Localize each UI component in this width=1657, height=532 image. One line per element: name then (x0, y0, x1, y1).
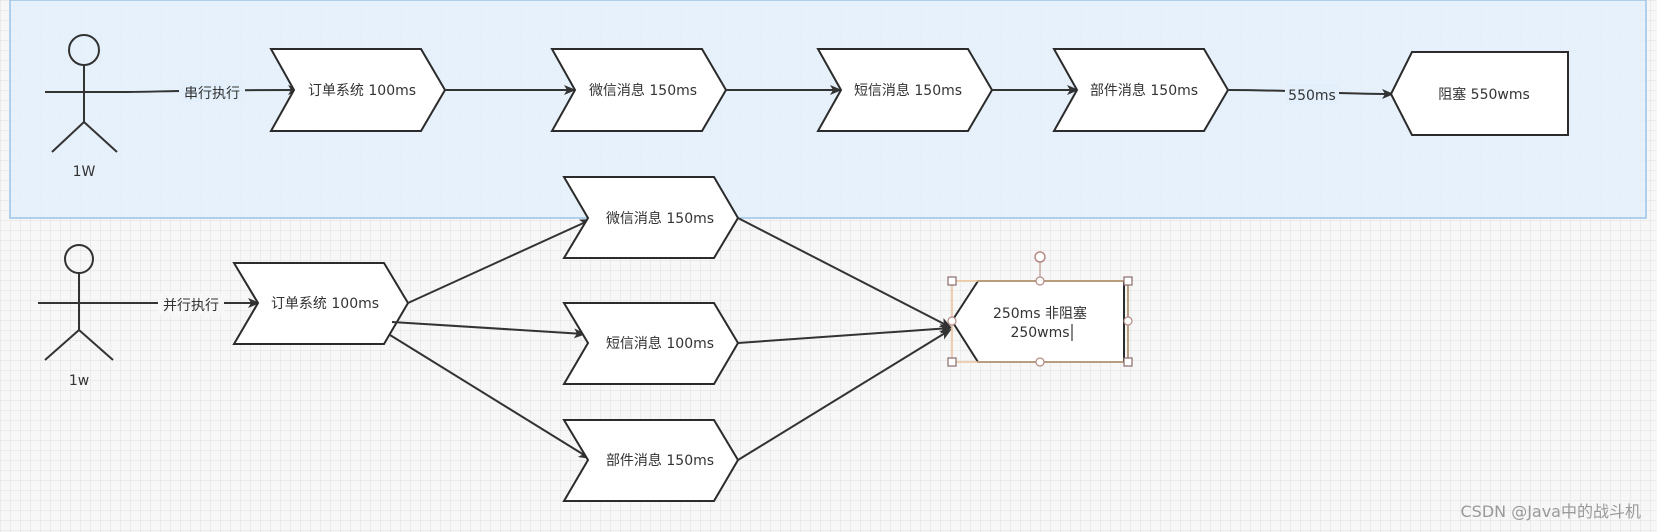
step-bottom-sms[interactable] (562, 302, 740, 385)
edge-bottom-fan-wechat[interactable] (407, 219, 592, 304)
step-bottom-wechat-label: 微信消息 150ms (606, 210, 714, 227)
step-top-wechat-label: 微信消息 150ms (589, 82, 697, 99)
edge-top-start-label: 串行执行 (184, 86, 240, 102)
step-top-sms[interactable] (816, 48, 994, 132)
actor-bottom[interactable] (38, 244, 120, 361)
result-top[interactable] (1389, 51, 1569, 136)
connection-points[interactable] (947, 276, 1133, 367)
edge-bottom-start-label: 并行执行 (163, 298, 219, 314)
step-top-mail[interactable] (1052, 48, 1230, 132)
step-bottom-mail[interactable] (562, 419, 740, 502)
step-top-mail-label: 部件消息 150ms (1090, 82, 1198, 99)
result-bottom-label-line1: 250ms 非阻塞 (993, 305, 1087, 322)
step-bottom-mail-label: 部件消息 150ms (606, 452, 714, 469)
step-bottom-order[interactable] (232, 262, 410, 345)
edge-top-start[interactable] (122, 85, 300, 96)
edge-bottom-fan-sms[interactable] (391, 321, 586, 339)
edge-bottom-fan-mail[interactable] (389, 334, 591, 460)
edge-top-start-label-bg (179, 82, 245, 102)
edge-bottom-join-mail[interactable] (737, 328, 952, 461)
result-top-label: 阻塞 550wms (1438, 86, 1530, 103)
step-top-sms-label: 短信消息 150ms (854, 82, 962, 99)
edge-top-end-label: 550ms (1288, 88, 1336, 104)
resize-handles[interactable] (947, 276, 1133, 367)
actor-top-label: 1W (73, 164, 96, 180)
step-top-order-label: 订单系统 100ms (308, 83, 416, 99)
step-bottom-wechat[interactable] (562, 176, 740, 259)
result-bottom-label-line2: 250wms (1010, 325, 1069, 341)
step-bottom-sms-label: 短信消息 100ms (606, 335, 714, 352)
rotate-handle[interactable] (1034, 251, 1046, 263)
watermark: CSDN @Java中的战斗机 (1460, 502, 1641, 521)
step-top-wechat[interactable] (550, 48, 728, 132)
step-bottom-order-label: 订单系统 100ms (271, 296, 379, 312)
edge-bottom-join-wechat[interactable] (737, 217, 952, 328)
edge-bottom-join-sms[interactable] (737, 323, 952, 344)
edge-bottom-start-label-bg (158, 294, 224, 314)
actor-bottom-label: 1w (69, 373, 89, 389)
step-top-order[interactable] (269, 48, 447, 132)
actor-top[interactable] (45, 34, 123, 153)
edge-top-end-label-bg (1285, 84, 1339, 104)
